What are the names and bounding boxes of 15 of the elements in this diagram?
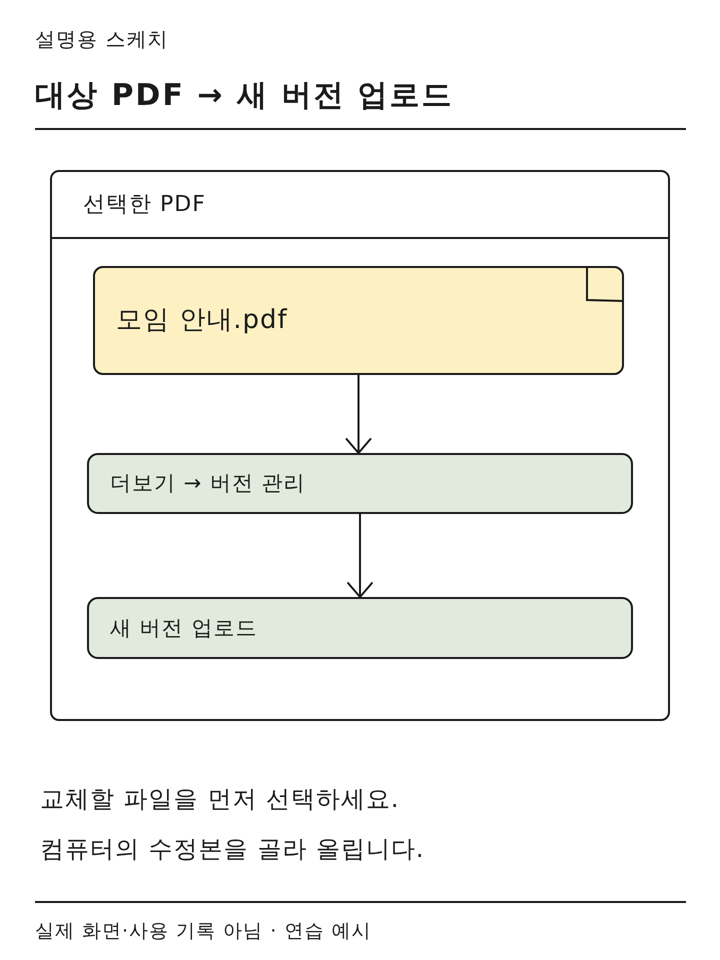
step-label: 새 버전 업로드 [110,615,258,642]
subtitle: 설명용 스케치 [35,27,168,51]
step-label: 더보기 → 버전 관리 [110,470,306,497]
footnote: 실제 화면·사용 기록 아님 · 연습 예시 [35,920,372,943]
arrow [346,374,372,454]
panel-title: 선택한 PDF [83,191,206,219]
file-name: 모임 안내.pdf [116,304,288,337]
step-box [87,453,633,514]
step-box [87,597,633,659]
arrow [347,513,373,598]
page-title: 대상 PDF → 새 버전 업로드 [35,78,454,114]
file-card [93,266,624,375]
panel [50,170,670,721]
instruction-text: 교체할 파일을 먼저 선택하세요. [40,785,400,814]
instruction-text: 컴퓨터의 수정본을 골라 올립니다. [40,835,425,864]
